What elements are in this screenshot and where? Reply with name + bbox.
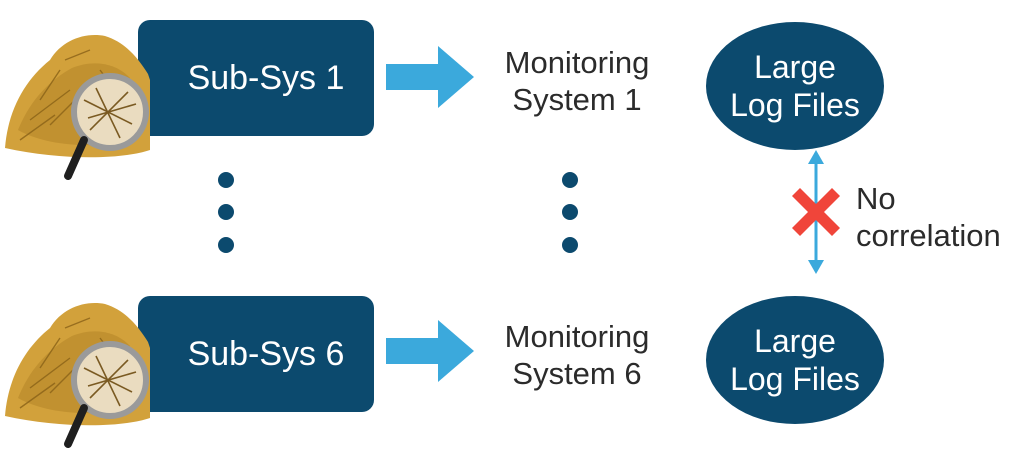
log-files-oval-6: Large Log Files (706, 296, 884, 424)
no-correlation-label: No correlation (856, 181, 1001, 253)
right-arrow-icon (386, 320, 474, 382)
subsystem-label: Sub-Sys 1 (187, 58, 345, 97)
ellipsis-dot (218, 204, 234, 220)
ellipsis-dot (562, 237, 578, 253)
haystack-magnifier-icon (5, 35, 150, 180)
monitoring-system-6-label: Monitoring System 6 (504, 319, 650, 391)
ellipsis-dot (562, 172, 578, 188)
subsystem-box-1: Sub-Sys 1 (138, 20, 374, 136)
ellipsis-dot (218, 172, 234, 188)
haystack-magnifier-icon (5, 303, 150, 448)
subsystem-label: Sub-Sys 6 (187, 334, 345, 373)
x-cross-icon (792, 188, 840, 236)
subsystem-box-6: Sub-Sys 6 (138, 296, 374, 412)
right-arrow-icon (386, 46, 474, 108)
ellipsis-dot (562, 204, 578, 220)
monitoring-system-1-label: Monitoring System 1 (504, 45, 650, 117)
ellipsis-dot (218, 237, 234, 253)
log-files-oval-1: Large Log Files (706, 22, 884, 150)
